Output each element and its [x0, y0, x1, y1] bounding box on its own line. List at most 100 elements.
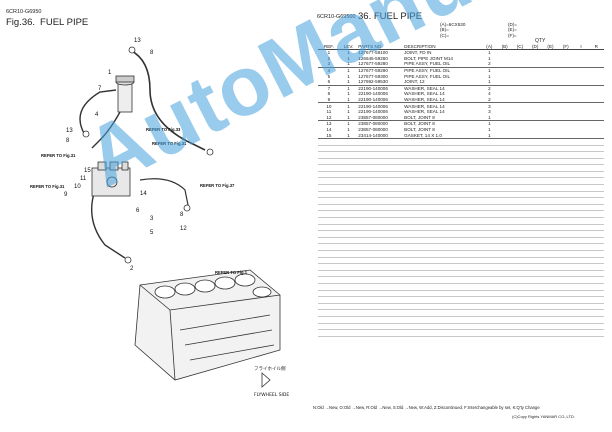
- col-qty-f: (F): [558, 39, 574, 50]
- cell-d: [527, 132, 543, 139]
- cell-e: [542, 78, 559, 86]
- callout: 13: [134, 38, 141, 44]
- cell-lev: 1: [347, 103, 350, 109]
- cell-part: 127677-59290: [358, 68, 388, 74]
- copyright: (C)Copy Rights YANMAR CO.,LTD.: [512, 414, 575, 419]
- cell-desc: PIPE ASSY, FUEL OIL: [403, 61, 482, 68]
- cell-desc: BOLT, JOINT 8: [404, 127, 435, 133]
- cell-a: 1: [481, 78, 497, 86]
- cell-ref: 1: [327, 50, 331, 56]
- cell-desc: WASHER, SEAL 14: [404, 109, 445, 115]
- flywheel-side-en: FLYWHEEL SIDE: [254, 392, 289, 398]
- blank-row: [318, 184, 604, 192]
- cell-b: [497, 132, 513, 139]
- callout: 12: [180, 226, 187, 232]
- cell-part: 23857-080000: [357, 114, 404, 122]
- cell-ref: 13: [326, 121, 332, 127]
- cell-i: [573, 96, 589, 104]
- cell-desc: BOLT, JOINT 8: [403, 114, 482, 122]
- blank-row: [318, 323, 604, 331]
- cell-part: 127692-59530: [357, 78, 404, 86]
- blank-row: [318, 204, 604, 212]
- blank-row: [318, 263, 604, 271]
- callout: 11: [80, 176, 87, 182]
- blank-row: [318, 237, 604, 245]
- refer-label: REFER TO Fig.1: [215, 270, 248, 275]
- refer-label: REFER TO Fig.31: [41, 153, 76, 158]
- left-figure-title: Fig.36.FUEL PIPE: [6, 17, 93, 28]
- cell-lev: 1: [339, 61, 358, 68]
- callout: 1: [108, 70, 112, 76]
- cell-a: 1: [488, 73, 491, 79]
- cell-i: [573, 132, 589, 139]
- model-legend: (A)=6CX530(D)= (B)=(E)= (C)=(F)=: [440, 22, 517, 38]
- cell-c: [512, 96, 528, 104]
- cell-e: [542, 96, 559, 104]
- flywheel-arrow-icon: [261, 372, 271, 388]
- cell-ref: 9: [318, 96, 340, 104]
- cell-lev: 1: [347, 91, 350, 97]
- col-i: I: [573, 39, 589, 50]
- blank-row: [318, 309, 604, 317]
- col-lev: LEV.: [339, 39, 358, 50]
- cell-part: 127677-59280: [357, 61, 404, 68]
- col-qty-c: (C): [512, 39, 528, 50]
- cell-part: 23414-140000: [357, 132, 404, 139]
- callout: 6: [136, 208, 140, 214]
- cell-lev: 1: [339, 132, 358, 139]
- callout: 2: [130, 266, 134, 272]
- blank-row: [318, 138, 604, 146]
- blank-row: [318, 276, 604, 284]
- cell-part: 22190-140006: [358, 109, 388, 115]
- cell-lev: 1: [339, 114, 358, 122]
- cell-d: [527, 96, 543, 104]
- refer-label: REFER TO Fig.31: [152, 141, 187, 146]
- cell-ref: 4: [327, 68, 331, 74]
- cell-lev: 1: [339, 78, 358, 86]
- cell-i: [573, 61, 589, 68]
- blank-row: [318, 257, 604, 265]
- blank-row: [318, 164, 604, 172]
- blank-row: [318, 191, 604, 199]
- cell-part: 127677-59300: [358, 73, 388, 79]
- cell-lev: 1: [347, 109, 350, 115]
- callout: 14: [140, 191, 147, 197]
- cell-lev: 1: [347, 85, 350, 91]
- blank-row: [318, 303, 604, 311]
- blank-row: [318, 217, 604, 225]
- cell-desc: WASHER, SEAL 14: [404, 103, 445, 109]
- cell-f: [558, 114, 574, 122]
- cell-i: [573, 78, 589, 86]
- legend-row: (C)=(F)=: [440, 32, 517, 38]
- callout: 7: [98, 86, 102, 92]
- blank-row: [318, 270, 604, 278]
- cell-part: 126645-59260: [358, 55, 388, 61]
- blank-row: [318, 290, 604, 298]
- cell-a: 3: [488, 109, 491, 115]
- cell-ref: 6: [318, 78, 340, 86]
- col-qty-a: (A): [481, 39, 497, 50]
- engine-block: [134, 269, 281, 381]
- cell-e: [542, 114, 559, 122]
- cell-desc: BOLT, PIPE JOINT M14: [404, 55, 453, 61]
- cell-a: 1: [488, 50, 491, 56]
- blank-row: [318, 145, 604, 153]
- cell-r: [588, 114, 604, 122]
- cell-ref: 12: [318, 114, 340, 122]
- cell-d: [527, 114, 543, 122]
- callout: 4: [95, 112, 99, 118]
- refer-label: REFER TO Fig.33: [146, 127, 181, 132]
- blank-row: [318, 230, 604, 238]
- cell-part: 22190-140006: [358, 103, 388, 109]
- blank-row: [318, 177, 604, 186]
- callout: 5: [150, 230, 154, 236]
- cell-f: [558, 132, 574, 139]
- cell-part: 22190-140006: [357, 96, 404, 104]
- col-ref: REF.: [318, 39, 340, 50]
- callout: 9: [64, 192, 68, 198]
